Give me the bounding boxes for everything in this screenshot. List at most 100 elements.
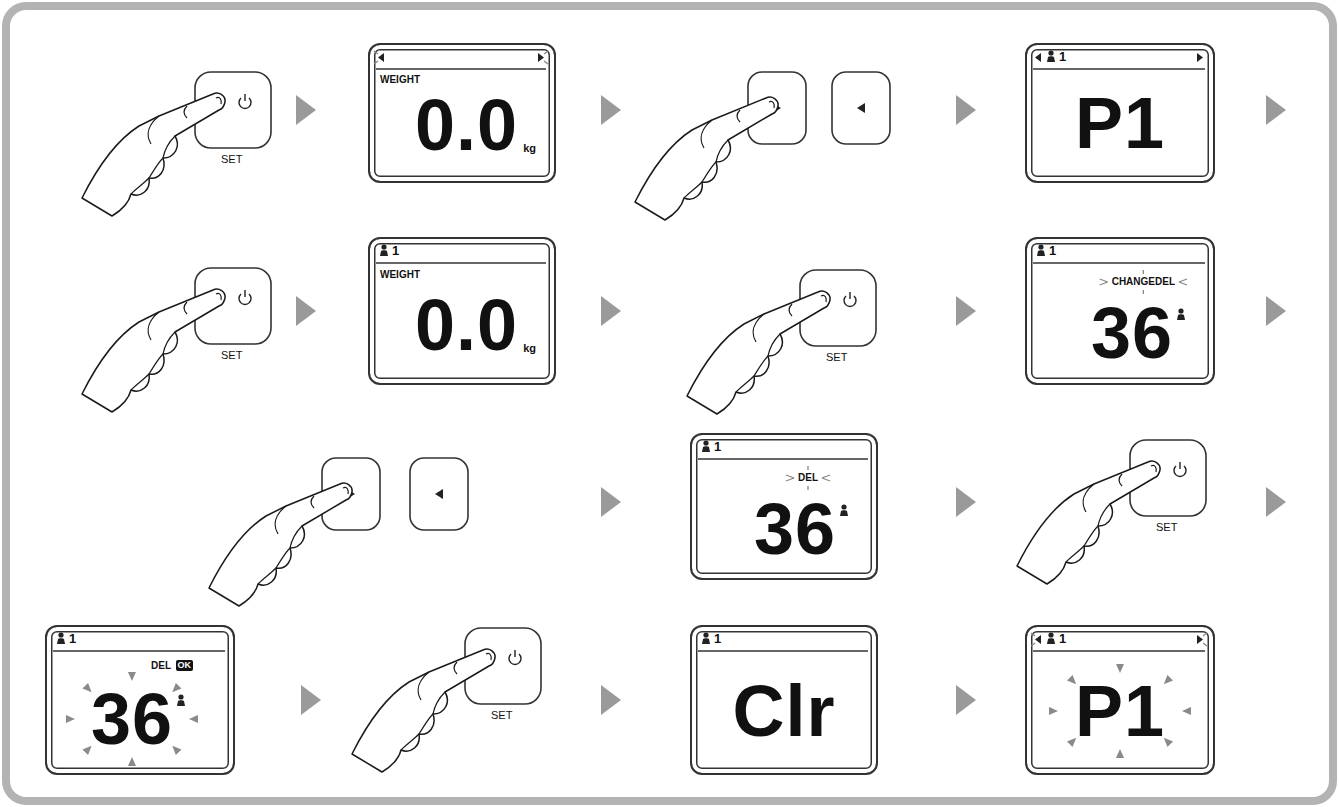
user-icon-body [1047, 56, 1055, 62]
header-rule [1033, 650, 1205, 651]
lcd-display: 1P1 [1025, 625, 1215, 775]
set-button-label: SET [195, 268, 271, 368]
lcd-digits: 36 [754, 493, 836, 565]
flash-mark [1100, 279, 1108, 282]
hand-outline [635, 97, 778, 220]
lcd-display: 1DELOK36 [45, 625, 235, 775]
flash-mark [822, 478, 830, 481]
hand-line [1084, 526, 1098, 546]
pressing-hand [82, 93, 225, 216]
flash-ray [1049, 707, 1058, 715]
step-arrow [296, 296, 316, 326]
hand-line [753, 314, 764, 342]
hand-line [290, 526, 302, 548]
hand-line [702, 162, 716, 182]
lcd-display: 1P1 [1025, 43, 1215, 183]
hand-line [1151, 465, 1156, 472]
user-icon-body [1047, 638, 1055, 644]
step-arrow [296, 95, 316, 125]
flash-mark [374, 61, 378, 64]
user-icon [840, 504, 848, 516]
user-icon [57, 632, 65, 644]
user-icon-body [57, 638, 65, 644]
flash-ray [82, 683, 91, 692]
flash-ray [1164, 738, 1173, 747]
user-icon-body [1177, 314, 1185, 320]
power-icon [514, 650, 515, 657]
header-rule [1033, 262, 1205, 263]
hand-line [454, 662, 457, 674]
flash-ray [1116, 749, 1124, 758]
user-icon [177, 694, 185, 706]
lcd-digits: P1 [1027, 675, 1213, 747]
header-rule [698, 650, 868, 651]
user-icon-head [1038, 244, 1043, 249]
step-arrow [301, 685, 321, 715]
hand-line [184, 302, 187, 314]
lcd-indicator: CHANGEDEL [1112, 277, 1175, 287]
hands [82, 93, 1160, 772]
user-number: 1 [1059, 632, 1066, 645]
pressing-hand [635, 97, 778, 220]
hand-line [1119, 474, 1122, 486]
hand-line [163, 136, 175, 158]
hand-line [149, 158, 163, 178]
lcd-digits: 36 [91, 683, 173, 755]
hand-line [769, 101, 774, 108]
step-arrow [956, 685, 976, 715]
header-rule [53, 650, 225, 651]
user-icon [1177, 308, 1185, 320]
pressing-hand [209, 483, 352, 606]
user-number: 1 [392, 244, 399, 257]
lcd-indicator: DEL [151, 661, 171, 671]
hand-line [131, 374, 149, 390]
header-rule [376, 68, 546, 69]
power-icon [1179, 462, 1180, 469]
flash-ray [66, 715, 75, 723]
flash-ray [189, 715, 198, 723]
flash-mark [1179, 279, 1187, 282]
right-arrow-indicator [538, 53, 544, 62]
hand-line [216, 293, 221, 300]
hand-line [258, 568, 276, 584]
user-icon [380, 244, 388, 256]
right-arrow-indicator [1197, 53, 1203, 62]
flash-mark [1031, 633, 1035, 636]
set-button-label: SET [465, 628, 541, 728]
user-icon-head [841, 504, 846, 509]
left-arrow-indicator [1035, 53, 1041, 62]
flash-mark [1143, 270, 1144, 274]
lcd-indicator: DEL [798, 473, 818, 483]
button-label: SET [1156, 522, 1177, 533]
user-icon-head [703, 440, 708, 445]
hand-line [754, 356, 768, 376]
hand-line [401, 734, 419, 750]
right-arrow-indicator [1197, 635, 1203, 644]
step-arrow [1266, 296, 1286, 326]
left-arrow-indicator [1035, 635, 1041, 644]
flash-mark [544, 51, 548, 54]
hand-line [1066, 546, 1084, 562]
hand-line [418, 672, 429, 700]
hand-outline [687, 291, 830, 414]
flash-mark [1179, 282, 1187, 285]
arrow-button [832, 72, 890, 144]
flash-mark [1100, 282, 1108, 285]
user-icon [1047, 632, 1055, 644]
hand-line [149, 354, 163, 374]
lcd-display: 1DEL36 [690, 433, 878, 580]
set-button-label: SET [800, 270, 876, 370]
hand-line [737, 110, 740, 122]
lcd-indicator: kg [523, 343, 536, 354]
user-icon-body [702, 446, 710, 452]
step-arrow [601, 296, 621, 326]
flash-ray [1116, 664, 1124, 673]
user-icon-body [1037, 250, 1045, 256]
hand-outline [82, 93, 225, 216]
hand-line [768, 334, 780, 356]
power-icon [244, 94, 245, 101]
button-label: SET [221, 154, 242, 165]
button-label: SET [491, 710, 512, 721]
lcd-digits: Clr [692, 675, 876, 747]
user-number: 1 [1049, 244, 1056, 257]
